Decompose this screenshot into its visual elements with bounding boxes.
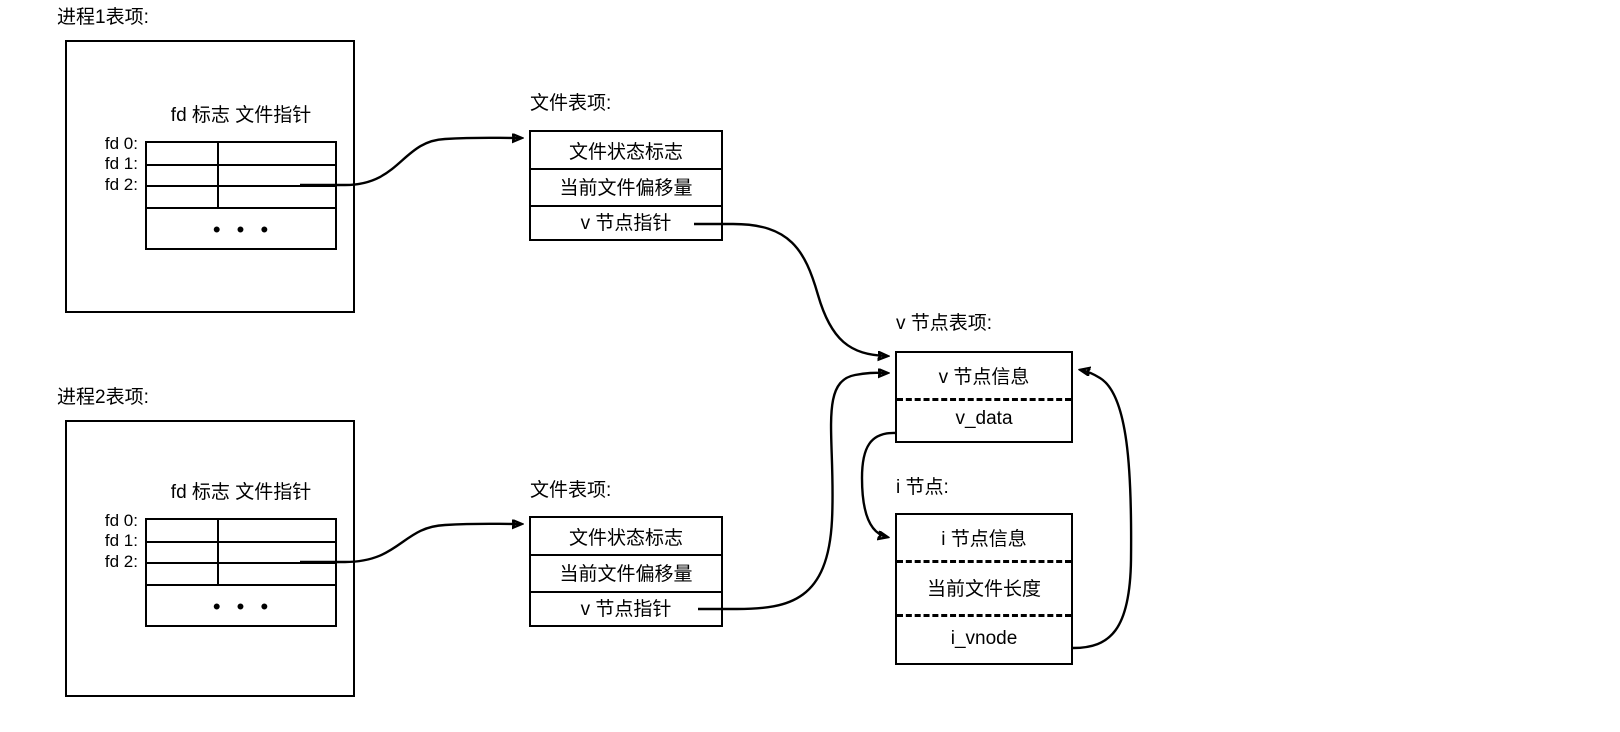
process-2-table-header: fd 标志 文件指针 (170, 482, 312, 503)
process-1-ellipsis: • • • (212, 217, 274, 242)
file-table-1-divider-2 (531, 205, 721, 207)
file-table-1-box: 文件状态标志 当前文件偏移量 v 节点指针 (529, 130, 723, 241)
process-2-ellipsis: • • • (212, 594, 274, 619)
table-row[interactable] (147, 564, 335, 586)
vnode-divider-dashed (897, 398, 1071, 401)
link-process1-to-filetable1 (344, 138, 521, 187)
process-2-column-divider (217, 520, 219, 586)
link-filetable2-to-vnode (736, 373, 887, 611)
file-table-2-cell-status-flags[interactable]: 文件状态标志 (568, 527, 683, 549)
inode-divider-dashed-1 (897, 560, 1071, 563)
process-1-fd-table: • • • (145, 141, 337, 250)
inode-caption: i 节点: (896, 477, 949, 498)
inode-cell-info[interactable]: i 节点信息 (941, 529, 1027, 550)
process-1-column-divider (217, 143, 219, 209)
table-row[interactable] (147, 187, 335, 209)
vnode-cell-info[interactable]: v 节点信息 (938, 367, 1030, 388)
process-2-fd-1-label: fd 1: (104, 531, 138, 550)
file-table-2-divider-1 (531, 554, 721, 556)
link-vnode-to-inode (860, 431, 897, 537)
inode-box: i 节点信息 当前文件长度 i_vnode (895, 513, 1073, 665)
vnode-box: v 节点信息 v_data (895, 351, 1073, 443)
process-2-caption: 进程2表项: (57, 387, 149, 408)
vnode-caption: v 节点表项: (896, 313, 993, 334)
table-row[interactable] (147, 520, 335, 543)
table-row[interactable] (147, 166, 335, 187)
file-table-2-cell-vnode-pointer[interactable]: v 节点指针 (580, 599, 672, 620)
process-1-caption: 进程1表项: (57, 7, 149, 28)
inode-divider-dashed-2 (897, 614, 1071, 617)
process-1-fd-1-label: fd 1: (104, 154, 138, 173)
process-1-fd-0-label: fd 0: (104, 134, 138, 153)
file-table-2-caption: 文件表项: (530, 480, 612, 501)
process-2-fd-2-label: fd 2: (104, 552, 138, 571)
file-table-2-divider-2 (531, 591, 721, 593)
file-table-2-box: 文件状态标志 当前文件偏移量 v 节点指针 (529, 516, 723, 627)
table-row[interactable] (147, 143, 335, 166)
inode-cell-file-length[interactable]: 当前文件长度 (926, 578, 1041, 600)
link-process2-to-filetable2 (344, 524, 521, 564)
process-2-fd-table: • • • (145, 518, 337, 627)
file-table-1-cell-offset[interactable]: 当前文件偏移量 (559, 178, 693, 199)
vnode-cell-v-data[interactable]: v_data (955, 408, 1013, 429)
process-1-table-header: fd 标志 文件指针 (170, 105, 312, 126)
inode-cell-i-vnode[interactable]: i_vnode (950, 627, 1018, 649)
file-table-1-cell-vnode-pointer[interactable]: v 节点指针 (580, 213, 672, 234)
file-table-1-cell-status-flags[interactable]: 文件状态标志 (568, 141, 683, 163)
file-table-1-divider-1 (531, 168, 721, 170)
process-1-fd-2-label: fd 2: (104, 175, 138, 194)
link-inode-to-vnode (1072, 370, 1133, 650)
file-table-1-caption: 文件表项: (530, 93, 612, 114)
process-2-fd-0-label: fd 0: (104, 511, 138, 530)
table-row[interactable] (147, 543, 335, 564)
link-filetable1-to-vnode (732, 222, 887, 356)
file-table-2-cell-offset[interactable]: 当前文件偏移量 (559, 564, 693, 585)
